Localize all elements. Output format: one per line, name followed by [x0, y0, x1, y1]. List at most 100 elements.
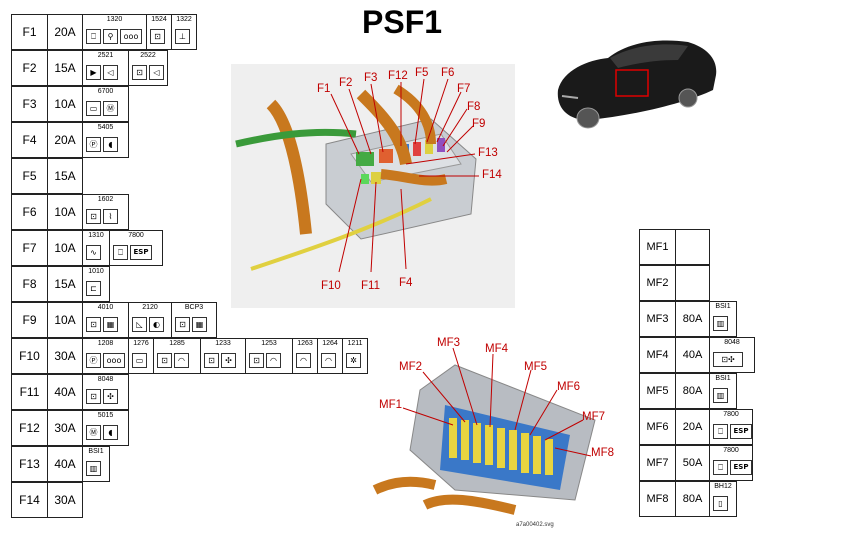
fuse-red	[413, 142, 421, 156]
component-code: 1310	[88, 232, 104, 239]
component-cell: 6700▭Ⓜ	[82, 86, 129, 122]
car-wheel-rear	[678, 88, 698, 108]
component-code: 1602	[97, 196, 114, 203]
maxi-fuse-rating: 80A	[675, 373, 710, 409]
component-code: BSI1	[88, 448, 104, 455]
fuse-rating: 10A	[47, 302, 83, 338]
component-code: 7800	[723, 447, 739, 454]
connector-icon: ⎕	[713, 459, 728, 475]
callout-mf1: MF1	[379, 399, 402, 411]
fuse-box-illustration: F1 F2 F3 F12 F5 F6 F7 F8 F9 F13 F14 F10 …	[231, 64, 515, 308]
callout-f14: F14	[482, 169, 502, 181]
fuse-violet	[437, 138, 445, 152]
callout-mf2: MF2	[399, 361, 422, 373]
maxi-fuse-rating: 20A	[675, 409, 710, 445]
maxi-fuse-id: MF8	[639, 481, 676, 517]
callout-mf3: MF3	[437, 337, 460, 349]
maxi-leader-lines	[402, 347, 592, 457]
fuse-box-drawing: F1 F2 F3 F12 F5 F6 F7 F8 F9 F13 F14 F10 …	[235, 67, 502, 292]
component-code: 1285	[169, 340, 185, 347]
relay-icon: ⊡✣	[713, 351, 743, 367]
valve-icon: ◠	[321, 352, 336, 368]
component-code: 6700	[97, 88, 114, 95]
component-code: 1010	[88, 268, 104, 275]
maxi-fuses	[449, 418, 553, 475]
callout-f2: F2	[339, 77, 352, 89]
component-cell: 1264 ◠	[317, 338, 343, 374]
connector-icon: ⎕	[86, 28, 101, 44]
fuse-icon: ▯	[713, 495, 728, 511]
callout-f9: F9	[472, 118, 485, 130]
esp-label: ESP	[130, 244, 152, 260]
callout-f3: F3	[364, 72, 377, 84]
component-cell: 8048 ⊡✣	[709, 337, 755, 373]
callout-f5: F5	[415, 67, 428, 79]
fan-icon: ✣	[103, 388, 118, 404]
component-code: 8048	[724, 339, 740, 346]
component-cell: BCP3⊡▦	[171, 302, 217, 338]
fuse-rating: 40A	[47, 446, 83, 482]
maxi-fuse-id: MF3	[639, 301, 676, 337]
maxi-fuse-rating: 40A	[675, 337, 710, 373]
valve-icon: ◠	[296, 352, 311, 368]
component-cell: 1263◠	[292, 338, 318, 374]
component-cell: 7800⎕ESP	[109, 230, 163, 266]
switch-icon: ⊡	[157, 352, 172, 368]
fuse-yellow	[371, 172, 381, 184]
maxi-fuse-id: MF2	[639, 265, 676, 301]
maxi-fuse-rating: 80A	[675, 481, 710, 517]
harness-orange	[372, 476, 437, 495]
fuse-rating: 10A	[47, 230, 83, 266]
valve-icon: ◠	[266, 352, 281, 368]
page-title: PSF1	[362, 4, 443, 40]
starter-icon: ⊏	[86, 280, 101, 296]
component-cell: 2522 ⊡◁	[128, 50, 168, 86]
callout-f4: F4	[399, 277, 413, 289]
car-windshield	[610, 44, 688, 68]
connector-icon: ⎕	[113, 244, 128, 260]
component-code: BSI1	[715, 303, 731, 310]
fuse-rating: 30A	[47, 482, 83, 518]
harness-orange	[422, 494, 517, 515]
image-caption: a7a00402.svg	[516, 522, 554, 528]
car-headlight	[561, 95, 579, 99]
switch-icon: ⊡	[86, 208, 101, 224]
fuse-yellow	[425, 140, 433, 154]
fuse-rating: 30A	[47, 338, 83, 374]
maxi-fuse-rating	[675, 265, 710, 301]
car-body	[557, 40, 717, 120]
fuse-id: F9	[11, 302, 48, 338]
maxi-fuse-id: MF5	[639, 373, 676, 409]
component-code: 2521	[97, 52, 114, 59]
component-cell: 1524⊡	[146, 14, 172, 50]
pump-icon: Ⓟ	[86, 136, 101, 152]
component-code: 7800	[723, 411, 739, 418]
callout-f1: F1	[317, 83, 330, 95]
valve-icon: ◠	[174, 352, 189, 368]
wiper-icon: ◖	[103, 424, 118, 440]
component-cell: 1602⊡⌇	[82, 194, 129, 230]
horn-icon: ◁	[149, 64, 164, 80]
component-cell: 1310 ∿	[82, 230, 110, 266]
fuse-id: F1	[11, 14, 48, 50]
component-code: 8048	[97, 376, 114, 383]
fuse-rating: 20A	[47, 122, 83, 158]
component-code: 1211	[347, 340, 363, 347]
component-cell: 2120◺◐	[128, 302, 172, 338]
fan-icon: ✣	[221, 352, 236, 368]
component-code: 1264	[322, 340, 338, 347]
waveform-icon: ∿	[86, 244, 101, 260]
heater-icon: ▦	[192, 316, 207, 332]
component-code: 2522	[140, 52, 156, 59]
component-code: 2120	[142, 304, 158, 311]
component-cell: BSI1▥	[709, 373, 737, 409]
switch-icon: ⊡	[86, 316, 101, 332]
motor-icon: Ⓜ	[86, 424, 101, 440]
heater-icon: ▦	[103, 316, 118, 332]
component-cell: 1211✲	[342, 338, 368, 374]
relay-icon: ⊡	[132, 64, 147, 80]
fuse-rating: 20A	[47, 14, 83, 50]
